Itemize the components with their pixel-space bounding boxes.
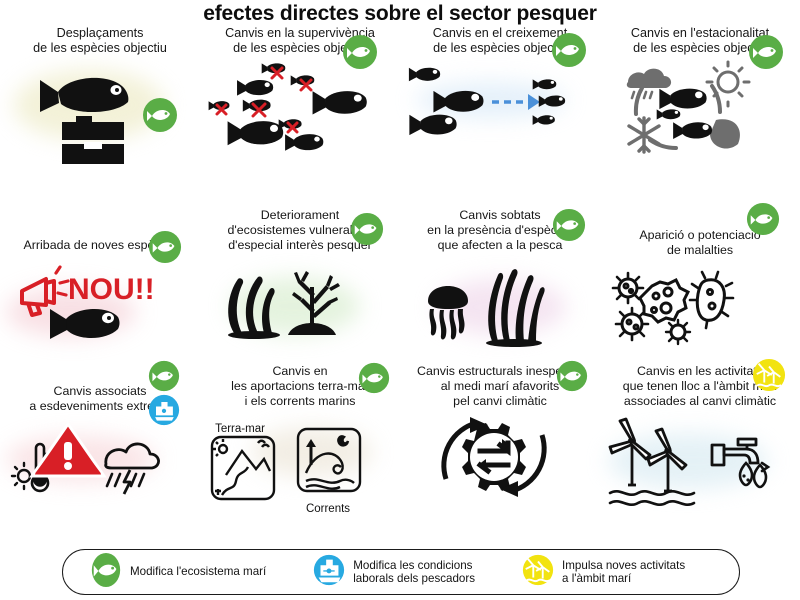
legend-item-new-activities[interactable]: Impulsa noves activitats a l'àmbit marí: [521, 552, 685, 593]
badge-green-ecosystem: [148, 360, 180, 392]
effect-cell-extreme-events[interactable]: Canvis associats a esdeveniments extrems: [0, 356, 200, 526]
cell-label: Canvis en les aportacions terra-mar i el…: [231, 364, 369, 408]
fish-suitcase-icon: [40, 77, 129, 164]
effect-cell-structural-changes[interactable]: Canvis estructurals inesperats al medi m…: [400, 356, 600, 526]
legend-bar: Modifica l'ecosistema marí Modifica les …: [62, 549, 740, 595]
green-fish-icon: [89, 552, 123, 593]
cycle-arrow-head-bottom: [500, 481, 518, 497]
tap-faucet-icon: [710, 437, 760, 467]
sea-waves-icon: [608, 490, 696, 506]
cell-artwork: [6, 418, 194, 522]
cell-label: Canvis associats a esdeveniments extrems: [29, 384, 171, 413]
badge-green-ecosystem: [142, 97, 178, 133]
cell-artwork: [606, 60, 794, 164]
cell-artwork: [206, 60, 394, 164]
badge-green-ecosystem: [358, 362, 390, 394]
badge-green-ecosystem: [746, 202, 780, 236]
red-cross-marks: [215, 66, 313, 134]
cell-artwork: Terra-mar Corrents: [206, 413, 394, 517]
cell-artwork: [606, 262, 794, 366]
storm-cloud-icon: [104, 442, 160, 495]
dead-fish-icon: [208, 63, 315, 130]
badge-green-ecosystem: [350, 212, 384, 246]
large-fish-icon: [408, 67, 484, 136]
bacteria-icons: [611, 270, 735, 346]
badge-green-ecosystem: [342, 34, 378, 70]
fish-icon: [656, 88, 713, 140]
effect-cell-seasonality[interactable]: Canvis en l'estacionalitat de les espèci…: [600, 26, 800, 196]
badge-green-ecosystem: [748, 34, 784, 70]
legend-item-working-conditions[interactable]: Modifica les condicions laborals dels pe…: [312, 552, 475, 593]
badge-blue-working-conditions: [148, 394, 180, 426]
effect-cell-sudden-species[interactable]: Canvis sobtats en la presència d'espècie…: [400, 196, 600, 356]
cycle-arrow-head-top: [470, 417, 488, 433]
effect-cell-new-species[interactable]: Arribada de noves espècies NOU!!: [0, 196, 200, 356]
effect-cell-survival[interactable]: Canvis en la supervivència de les espèci…: [200, 26, 400, 196]
effect-cell-new-activities[interactable]: Canvis en les activitats que tenen lloc …: [600, 356, 800, 526]
legend-label: Impulsa noves activitats a l'àmbit marí: [562, 558, 686, 586]
cell-label: Desplaçaments de les espècies objectiu: [33, 26, 167, 55]
badge-yellow-new-activities: [752, 358, 786, 392]
coral-icon: [288, 271, 340, 335]
jellyfish-icon: [428, 286, 468, 340]
sun-small-icon: [10, 461, 32, 491]
terra-mar-icon: [210, 435, 276, 501]
megaphone-icon: [20, 265, 70, 317]
wind-turbine-icon: [608, 417, 688, 493]
corrents-icon: [296, 427, 362, 493]
corrents-label: Corrents: [306, 503, 350, 515]
badge-green-ecosystem: [552, 208, 586, 242]
badge-green-ecosystem: [556, 360, 588, 392]
cell-artwork: [606, 413, 794, 517]
effect-cell-displacement[interactable]: Desplaçaments de les espècies objectiu: [0, 26, 200, 196]
cell-artwork: NOU!!: [6, 257, 194, 361]
snowflake-icon: [627, 116, 661, 154]
cell-artwork: [406, 257, 594, 361]
cell-label: Aparició o potenciació de malalties: [639, 228, 761, 257]
warning-triangle-icon: [29, 421, 107, 478]
effects-grid: Desplaçaments de les espècies objectiu: [0, 26, 800, 526]
fish-school-icon: [227, 80, 367, 151]
cell-artwork: [406, 60, 594, 164]
badge-green-ecosystem: [148, 230, 182, 264]
new-species-text: NOU!!: [68, 273, 155, 306]
cell-artwork: [406, 413, 594, 517]
cell-artwork: [6, 60, 194, 164]
cell-label: Canvis en l'estacionalitat de les espèci…: [630, 26, 770, 55]
cycle-arrows-icon: [441, 420, 547, 494]
blue-boat-icon: [312, 552, 346, 593]
sun-icon: [705, 60, 751, 108]
water-drops-icon: [738, 461, 771, 489]
small-fish-icon: [532, 79, 566, 125]
legend-label: Modifica les condicions laborals dels pe…: [353, 558, 476, 586]
effect-cell-growth[interactable]: Canvis en el creixement de les espècies …: [400, 26, 600, 196]
fish-icon: [50, 308, 120, 339]
legend-label: Modifica l'ecosistema marí: [130, 565, 267, 579]
seagrass-icon: [228, 276, 280, 339]
gear-exchange-icon: [462, 423, 526, 491]
badge-green-ecosystem: [551, 32, 587, 68]
shrink-arrow-head: [528, 94, 540, 110]
effect-cell-land-sea-currents[interactable]: Canvis en les aportacions terra-mar i el…: [200, 356, 400, 526]
rain-cloud-icon: [626, 68, 672, 100]
leaf-icon: [710, 119, 740, 149]
algae-icon: [486, 269, 545, 347]
effect-cell-diseases[interactable]: Aparició o potenciació de malalties: [600, 196, 800, 356]
terra-mar-label: Terra-mar: [215, 423, 265, 435]
page-title: efectes directes sobre el sector pesquer: [203, 2, 597, 25]
legend-item-ecosystem[interactable]: Modifica l'ecosistema marí: [89, 552, 266, 593]
cell-artwork: [206, 257, 394, 361]
yellow-turbine-icon: [521, 552, 555, 593]
effect-cell-vulnerable-ecosystems[interactable]: Deteriorament d'ecosistemes vulnerables …: [200, 196, 400, 356]
